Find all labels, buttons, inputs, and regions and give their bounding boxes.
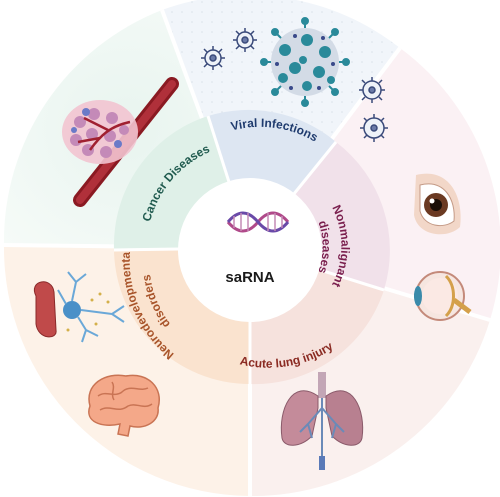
eye-icon <box>414 173 461 235</box>
brain-icon <box>88 374 160 437</box>
center-circle <box>178 178 322 322</box>
lungs-icon <box>280 372 364 470</box>
tumor-vessel-icon <box>62 77 179 207</box>
virus-icon <box>201 17 388 142</box>
center-title: saRNA <box>225 269 274 286</box>
segment-label-nonmalignant-line2: diseases <box>315 219 333 276</box>
dna-icon <box>226 211 290 233</box>
eyeball-icon <box>414 271 472 321</box>
neuron-icon <box>33 271 125 343</box>
